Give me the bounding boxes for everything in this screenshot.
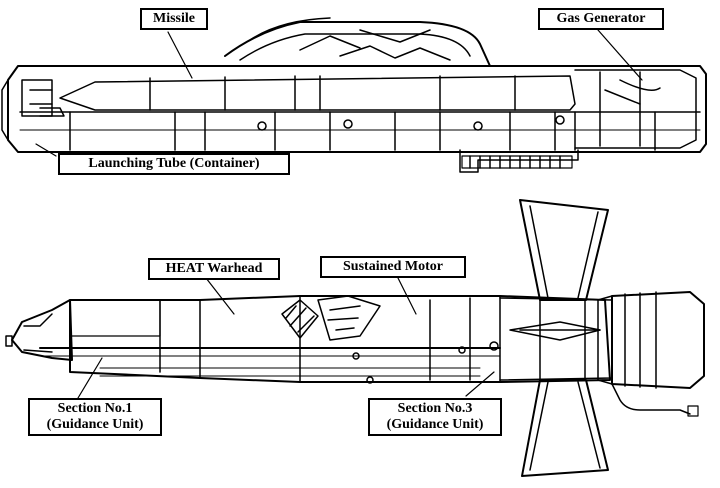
label-launching-tube: Launching Tube (Container) [58,153,290,175]
label-sustained-motor: Sustained Motor [320,256,466,278]
label-gas-generator: Gas Generator [538,8,664,30]
missile-drawing [5,199,705,477]
label-section-3-title: Section No.3 [397,401,473,416]
label-section-1-subtitle: (Guidance Unit) [46,417,144,432]
launching-tube-drawing [1,17,707,173]
label-section-1: Section No.1 (Guidance Unit) [28,398,162,436]
label-heat-warhead: HEAT Warhead [148,258,280,280]
label-section-3-subtitle: (Guidance Unit) [386,417,484,432]
label-section-3: Section No.3 (Guidance Unit) [368,398,502,436]
label-section-1-title: Section No.1 [57,401,133,416]
label-missile: Missile [140,8,208,30]
